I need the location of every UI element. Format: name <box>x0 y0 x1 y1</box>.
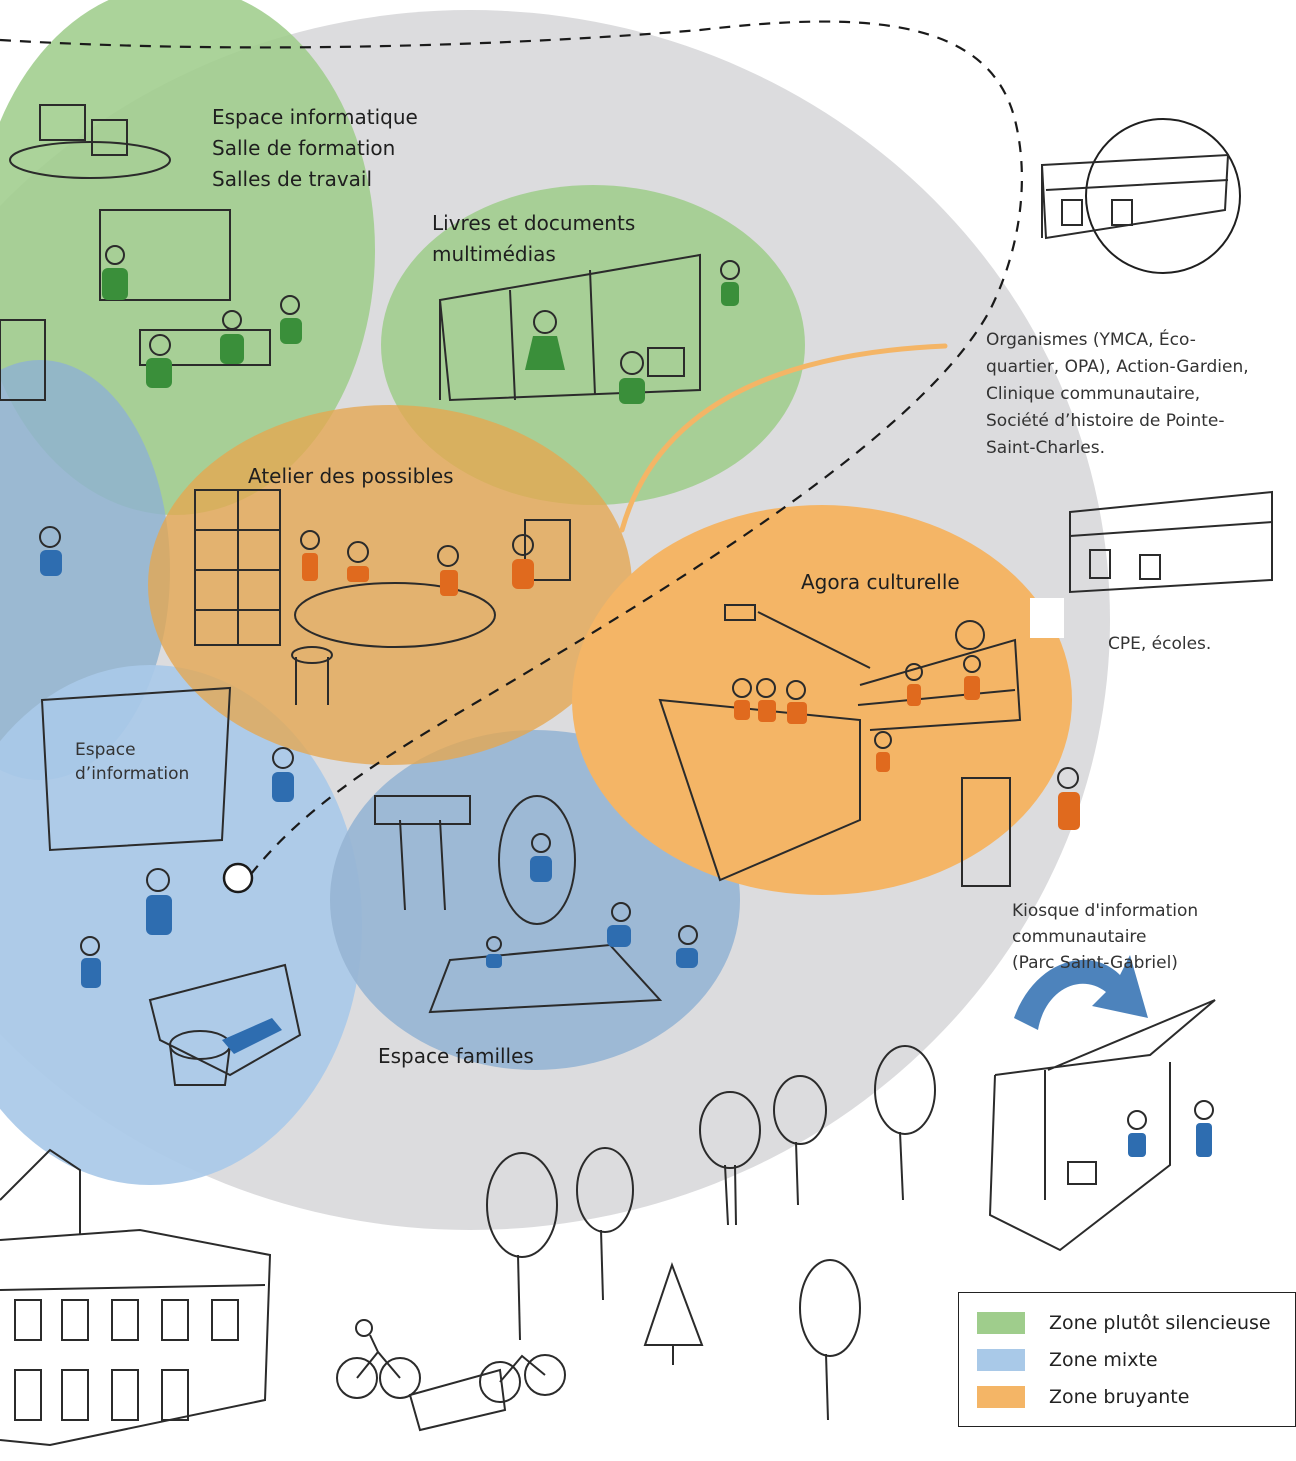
label-livres-line-2: multimédias <box>432 242 556 266</box>
zone-information <box>0 665 362 1185</box>
annotation-organismes: Organismes (YMCA, Éco- quartier, OPA), A… <box>986 327 1249 462</box>
label-agora: Agora culturelle <box>801 570 960 594</box>
town-hall-icon <box>0 1148 272 1447</box>
sketch-familles <box>374 795 663 1014</box>
annotation-kiosque-line-1: Kiosque d'information <box>1012 901 1199 921</box>
annotation-kiosque: Kiosque d'information communautaire (Par… <box>1012 898 1198 976</box>
people-agora <box>732 655 1080 830</box>
bicycle-icon <box>336 1319 566 1432</box>
people-informatique <box>102 245 302 388</box>
kiosk-arrow-icon <box>1014 955 1148 1030</box>
label-familles: Espace familles <box>378 1044 534 1068</box>
annotation-kiosque-line-2: communautaire <box>1012 927 1147 947</box>
legend-item-silencieuse: Zone plutôt silencieuse <box>977 1311 1271 1335</box>
zone-agora-notch <box>1030 598 1064 638</box>
label-informatique-line-2: Salle de formation <box>212 136 396 160</box>
legend-label-mixte: Zone mixte <box>1049 1349 1158 1371</box>
legend-label-silencieuse: Zone plutôt silencieuse <box>1049 1312 1271 1334</box>
legend: Zone plutôt silencieuse Zone mixte Zone … <box>958 1292 1296 1427</box>
zone-agora <box>572 505 1072 895</box>
annotation-organismes-line-5: Saint-Charles. <box>986 438 1105 458</box>
legend-item-mixte: Zone mixte <box>977 1348 1158 1372</box>
tree-icon <box>486 1045 936 1421</box>
people-familles <box>486 833 698 968</box>
annotation-organismes-line-3: Clinique communautaire, <box>986 384 1201 404</box>
legend-swatch-bruyante <box>977 1386 1025 1408</box>
sketch-livres <box>438 253 701 402</box>
annotation-kiosque-line-3: (Parc Saint-Gabriel) <box>1012 953 1178 973</box>
sketch-informatique <box>0 104 271 401</box>
label-information-line-2: d’information <box>75 764 190 784</box>
zone-atelier <box>148 405 632 765</box>
label-informatique: Espace informatique Salle de formation S… <box>212 104 418 193</box>
people-livres <box>525 260 740 404</box>
annotation-cpe: CPE, écoles. <box>1108 634 1212 654</box>
legend-swatch-mixte <box>977 1349 1025 1371</box>
annotation-organismes-line-4: Société d’histoire de Pointe- <box>986 411 1225 431</box>
label-informatique-line-3: Salles de travail <box>212 167 373 191</box>
connector-line-orange <box>619 343 948 533</box>
dashed-route <box>0 20 1023 879</box>
annotation-organismes-line-1: Organismes (YMCA, Éco- <box>986 330 1196 350</box>
label-livres-line-1: Livres et documents <box>432 211 636 235</box>
label-atelier: Atelier des possibles <box>248 464 454 488</box>
kiosk-person-icon <box>1127 1100 1214 1157</box>
school-building-icon <box>1069 490 1273 594</box>
building-sketch-icon <box>1040 153 1230 240</box>
kiosk-sketch-icon <box>988 999 1216 1252</box>
label-information: Espace d’information <box>75 738 189 786</box>
annotation-organismes-line-2: quartier, OPA), Action-Gardien, <box>986 357 1249 377</box>
legend-swatch-silencieuse <box>977 1312 1025 1334</box>
people-information <box>39 526 294 1054</box>
people-atelier <box>300 530 534 596</box>
building-circle <box>1085 118 1241 274</box>
label-informatique-line-1: Espace informatique <box>212 105 418 129</box>
location-marker-icon <box>222 862 254 894</box>
legend-label-bruyante: Zone bruyante <box>1049 1386 1190 1408</box>
label-information-line-1: Espace <box>75 740 136 760</box>
legend-item-bruyante: Zone bruyante <box>977 1385 1189 1409</box>
label-livres: Livres et documents multimédias <box>432 210 635 268</box>
